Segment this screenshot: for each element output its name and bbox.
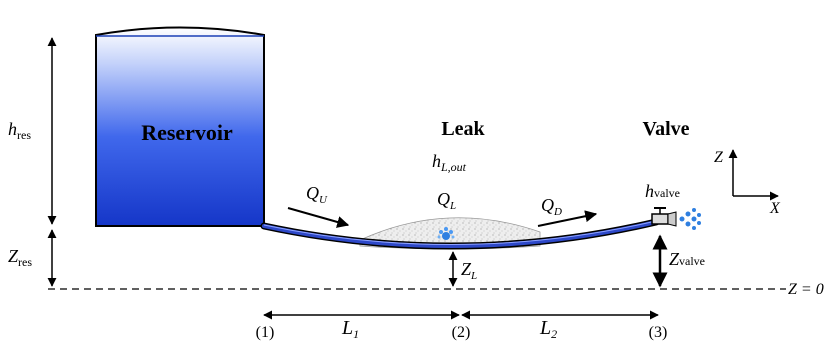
node-2-label: (2) xyxy=(452,324,471,341)
valve-label: Valve xyxy=(642,118,689,140)
q-d-sub: D xyxy=(553,206,562,218)
leak-spray-icon xyxy=(437,227,455,240)
q-d-flow-arrow xyxy=(537,210,598,227)
z-res-label: Zres xyxy=(8,246,32,269)
h-res-sub: res xyxy=(17,128,31,142)
leak-label: Leak xyxy=(441,118,485,140)
q-l-label: QL xyxy=(437,189,456,212)
q-u-label: QU xyxy=(306,183,328,206)
q-d-main: Q xyxy=(541,195,554,215)
z-valve-main: Z xyxy=(669,249,680,269)
l1-label: L1 xyxy=(341,317,359,341)
z-valve-sub: valve xyxy=(679,254,705,268)
h-valve-sub: valve xyxy=(654,186,680,200)
h-l-out-main: h xyxy=(432,151,441,171)
l1-main: L xyxy=(341,317,353,339)
node-1-label: (1) xyxy=(256,324,275,341)
z-res-main: Z xyxy=(8,246,19,266)
q-u-main: Q xyxy=(306,183,319,203)
datum-label: Z = 0 xyxy=(788,281,824,298)
coordinate-axes xyxy=(728,149,779,201)
reservoir-tank xyxy=(95,26,265,227)
h-valve-label: hvalve xyxy=(645,181,680,201)
reservoir-label: Reservoir xyxy=(141,120,233,145)
q-l-main: Q xyxy=(437,189,450,209)
l2-sub: 2 xyxy=(551,327,557,341)
h-res-label: hres xyxy=(8,119,31,142)
l2-label: L2 xyxy=(539,317,557,341)
h-valve-main: h xyxy=(645,181,654,201)
l2-main: L xyxy=(539,317,551,339)
node-3-label: (3) xyxy=(649,324,668,341)
z-l-label: ZL xyxy=(461,259,477,282)
h-l-out-sub: L,out xyxy=(440,160,467,174)
axis-x-label: X xyxy=(769,200,781,217)
q-d-label: QD xyxy=(541,195,562,218)
valve-icon xyxy=(651,207,677,227)
z-l-main: Z xyxy=(461,259,472,279)
z-res-sub: res xyxy=(18,255,32,269)
h-res-main: h xyxy=(8,119,17,139)
pipe xyxy=(260,218,660,250)
z-l-sub: L xyxy=(470,270,477,282)
l1-sub: 1 xyxy=(353,327,359,341)
axis-z-label: Z xyxy=(714,149,724,166)
q-u-sub: U xyxy=(319,194,328,206)
water-spray-icon xyxy=(679,208,701,230)
z-valve-label: Zvalve xyxy=(669,249,705,269)
q-l-sub: L xyxy=(449,200,456,212)
h-l-out-label: hL,out xyxy=(432,151,467,174)
q-u-flow-arrow xyxy=(287,207,350,228)
